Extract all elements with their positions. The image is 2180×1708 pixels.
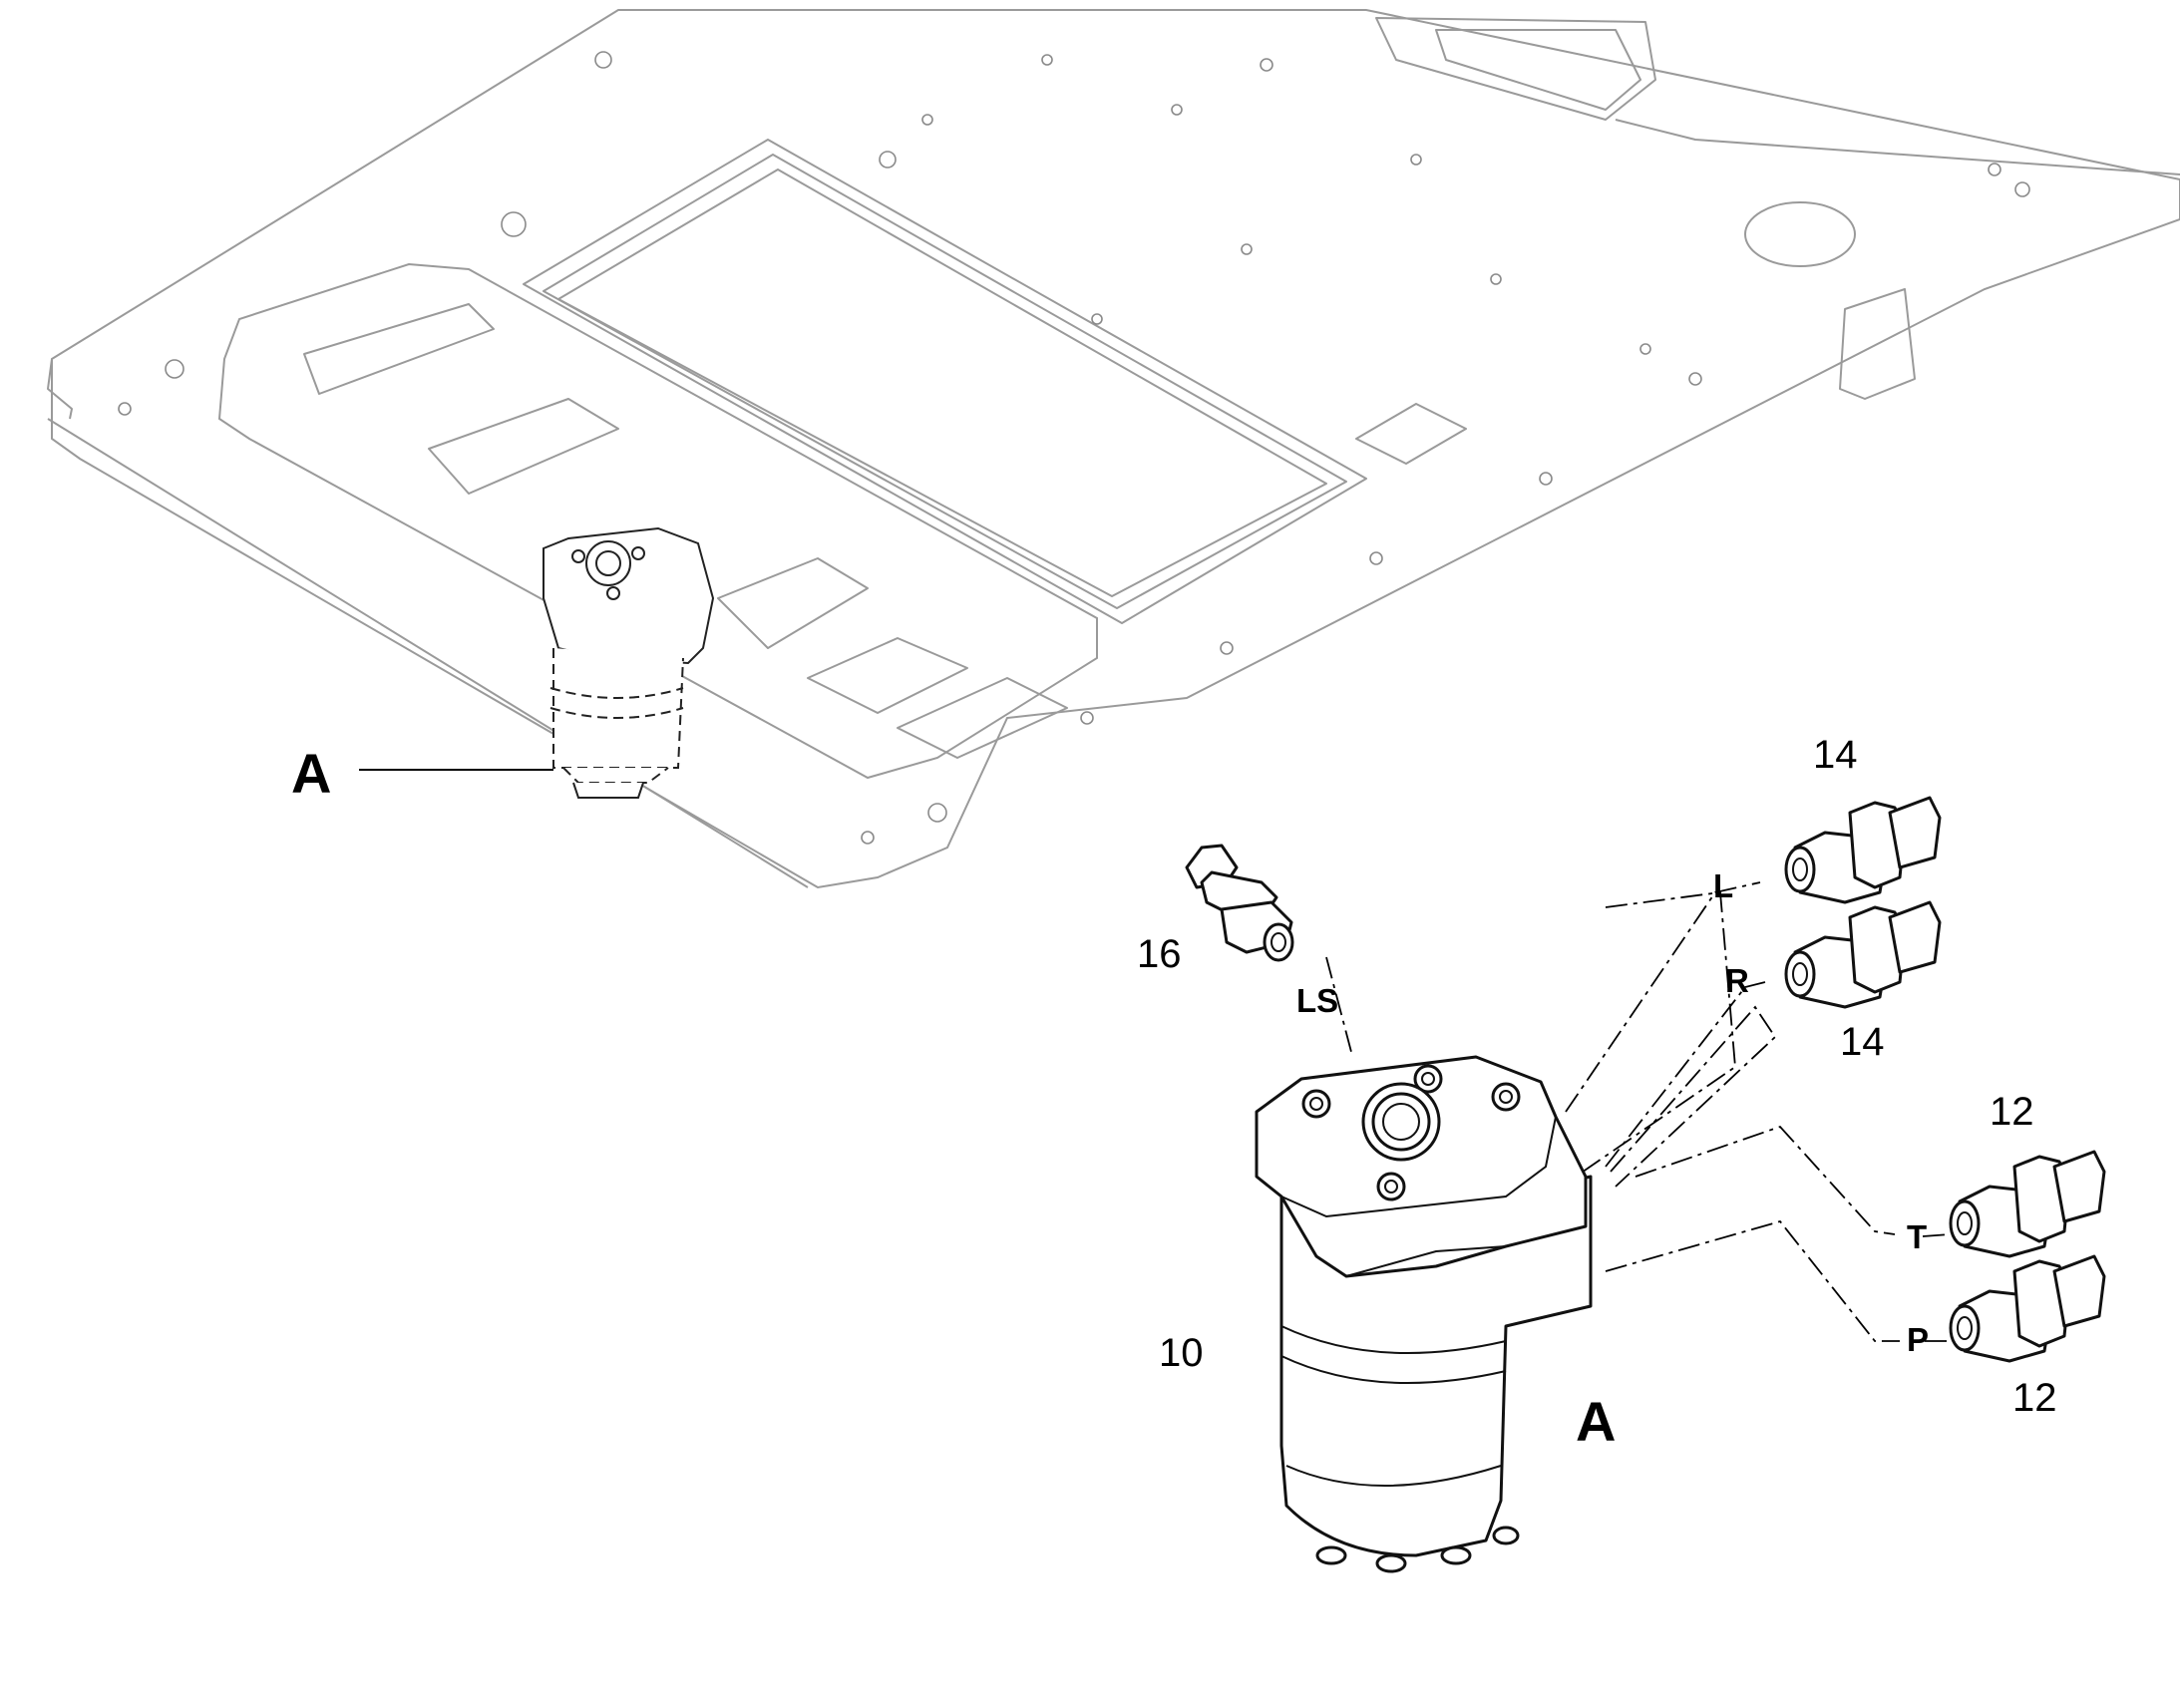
detail-a-callout: A (1576, 1390, 1616, 1453)
fitting-12-p (1949, 1254, 2106, 1363)
part-number-16: 16 (1137, 932, 1182, 976)
part-number-12-bottom: 12 (2012, 1376, 2057, 1420)
port-label-p: P (1907, 1321, 1929, 1358)
part-number-14-bottom: 14 (1840, 1020, 1885, 1064)
steering-valve-10 (1255, 1055, 1593, 1573)
fitting-16 (1185, 844, 1294, 962)
fitting-14-l (1784, 796, 1942, 904)
port-label-r: R (1725, 962, 1749, 999)
detail-a-label: A (291, 742, 331, 805)
part-number-14-top: 14 (1813, 733, 1858, 777)
port-label-l: L (1713, 867, 1733, 904)
fitting-12-t (1949, 1150, 2106, 1258)
floor-plate (47, 9, 2180, 889)
fitting-14-r (1784, 900, 1942, 1009)
port-label-ls: LS (1296, 982, 1338, 1019)
part-number-10: 10 (1159, 1331, 1204, 1375)
port-label-t: T (1907, 1218, 1927, 1255)
installed-valve-ghost (543, 526, 715, 799)
part-number-12-top: 12 (1990, 1090, 2034, 1134)
